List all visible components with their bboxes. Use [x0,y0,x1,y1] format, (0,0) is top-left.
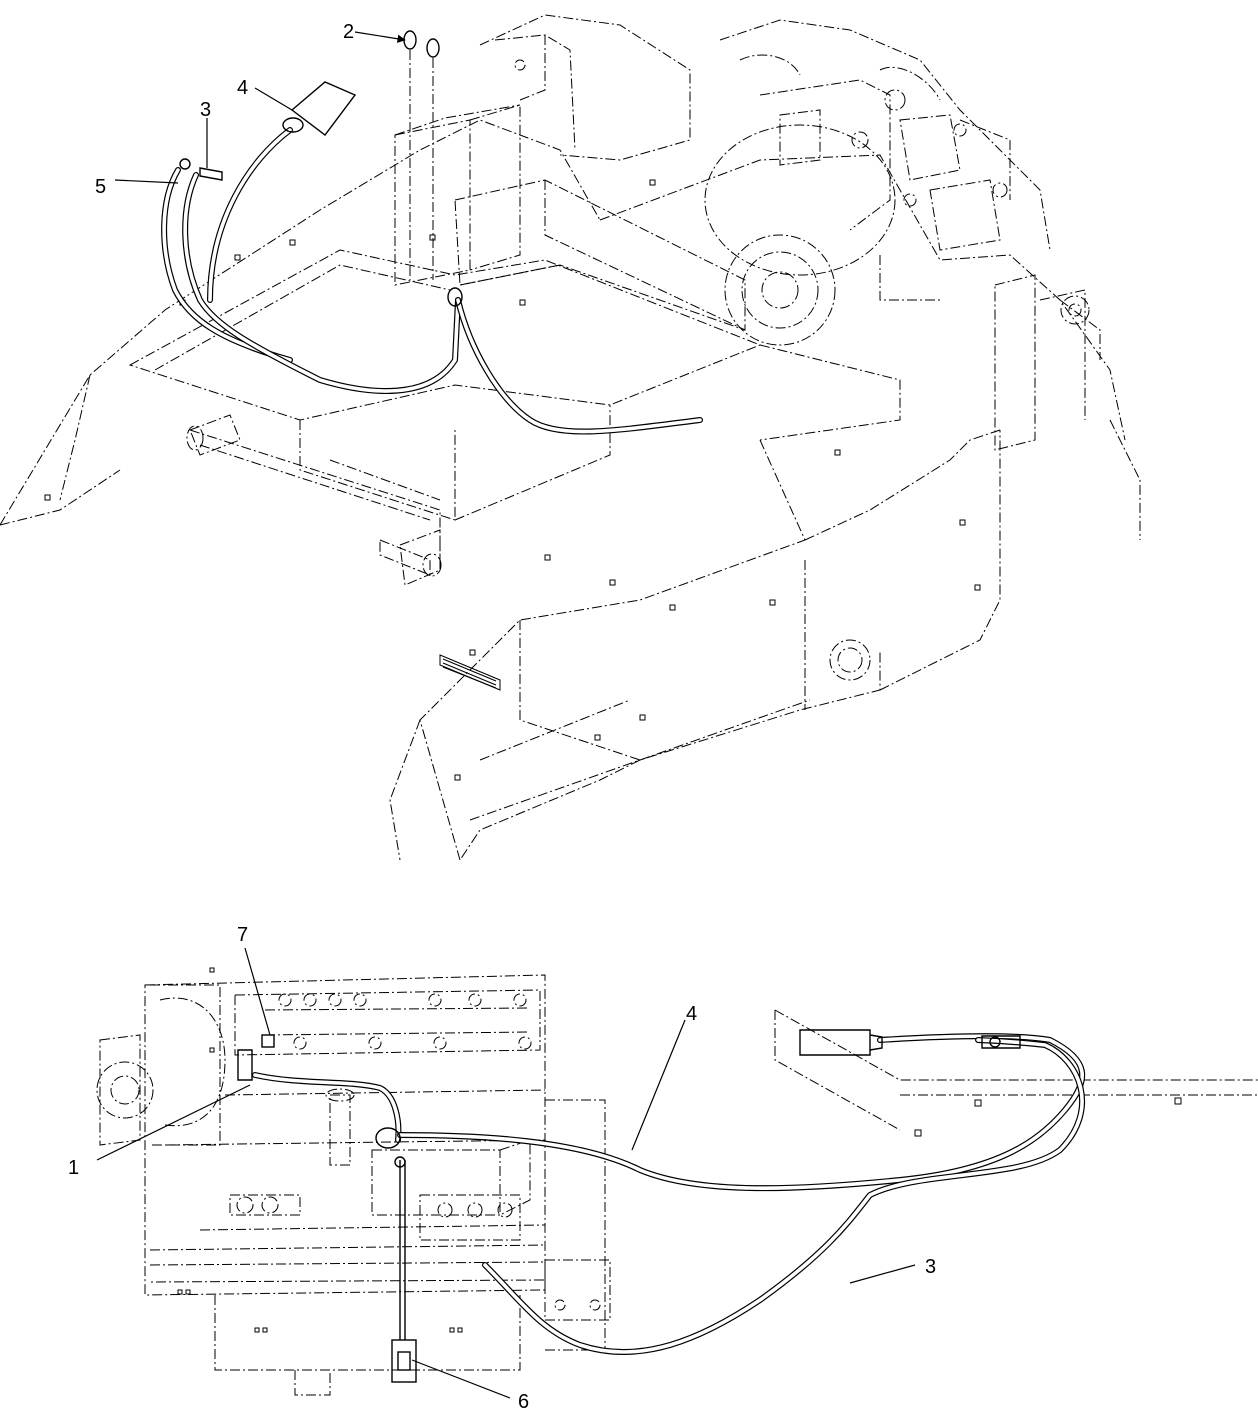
connector-part-6 [391,1339,417,1383]
terminal-bolt-part-7 [237,1034,275,1081]
callout-3-bottom: 3 [925,1256,936,1278]
boot-cover-part-4 [282,81,357,136]
callout-1: 1 [68,1157,79,1179]
callout-5: 5 [95,176,106,198]
terminal-lug-part-3 [179,158,223,181]
cables-top-view [161,127,703,435]
callout-7: 7 [237,924,248,946]
callout-3-top: 3 [200,99,211,121]
ring-terminals-part-2 [403,30,463,307]
starter-terminal [375,1127,406,1168]
boot-cover-bottom [799,1029,1021,1056]
callout-6: 6 [518,1391,529,1413]
cables-bottom-view [252,1033,1086,1355]
callout-labels: 2 4 3 5 7 1 4 3 6 [68,21,936,1413]
callout-2: 2 [343,21,354,43]
callout-leaders [96,31,916,1399]
callout-4-bottom: 4 [686,1003,697,1025]
frame-top-view [0,14,1141,861]
callout-4-top: 4 [237,77,248,99]
engine-side-view [96,967,1258,1396]
